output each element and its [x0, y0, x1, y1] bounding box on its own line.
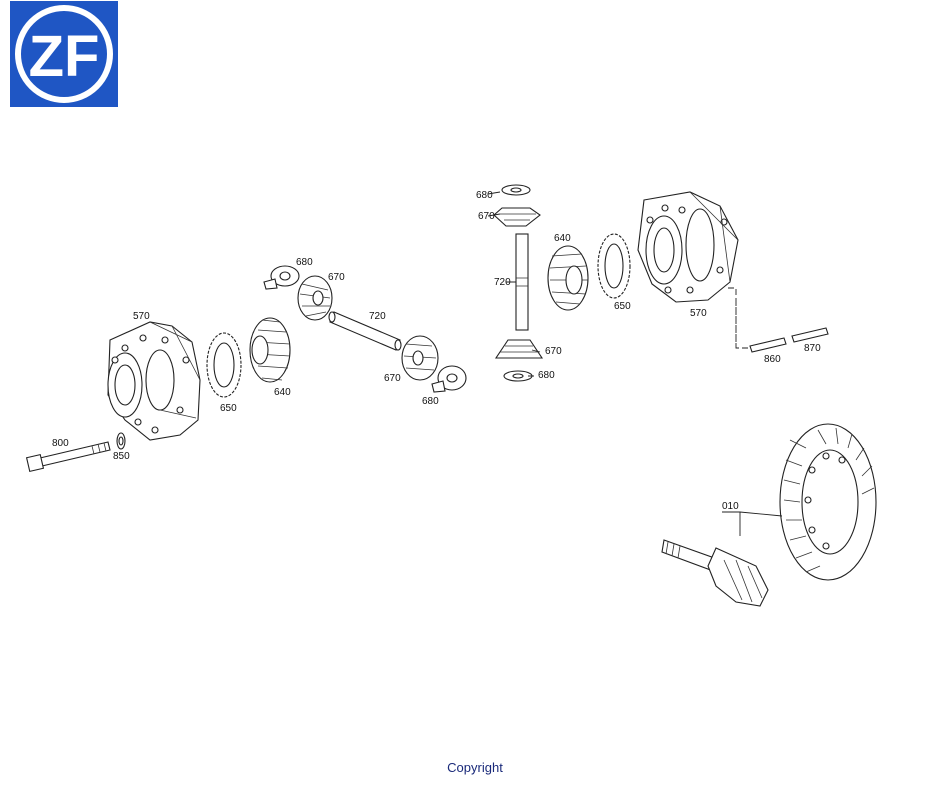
svg-text:ZF: ZF — [29, 24, 100, 89]
copyright-link[interactable]: Copyright — [447, 760, 503, 775]
label-670-top: 670 — [478, 211, 495, 222]
gasket-left[interactable] — [206, 332, 242, 398]
label-680-left-bottom: 680 — [422, 396, 439, 407]
label-870: 870 — [804, 343, 821, 354]
label-860: 860 — [764, 354, 781, 365]
pinion-gear-mid[interactable] — [494, 339, 544, 359]
label-720-right: 720 — [494, 277, 511, 288]
label-680-left-top: 680 — [296, 257, 313, 268]
label-680-top: 680 — [476, 190, 493, 201]
spider-shaft-left[interactable] — [328, 311, 402, 351]
label-650-left: 650 — [220, 403, 237, 414]
spider-shaft-vertical[interactable] — [515, 233, 529, 331]
label-680-mid: 680 — [538, 370, 555, 381]
thrust-washer-left-top[interactable] — [263, 265, 300, 290]
label-670-mid: 670 — [545, 346, 562, 357]
thrust-washer-mid[interactable] — [503, 370, 533, 382]
differential-housing-left[interactable] — [107, 321, 201, 441]
pin-870[interactable] — [791, 327, 829, 343]
side-gear-left[interactable] — [249, 317, 291, 383]
pinion-gear-left-bottom[interactable] — [401, 335, 439, 381]
label-670-left-top: 670 — [328, 272, 345, 283]
label-570-right: 570 — [690, 308, 707, 319]
thrust-washer-top[interactable] — [501, 184, 531, 196]
differential-housing-right[interactable] — [637, 191, 739, 303]
drive-pinion[interactable] — [661, 539, 769, 607]
side-gear-right[interactable] — [547, 245, 589, 311]
label-720-left: 720 — [369, 311, 386, 322]
label-640-right: 640 — [554, 233, 571, 244]
pinion-gear-left-top[interactable] — [297, 275, 333, 321]
zf-logo: ZF — [10, 1, 118, 107]
gasket-right[interactable] — [597, 233, 631, 299]
ring-gear[interactable] — [779, 423, 877, 581]
label-800: 800 — [52, 438, 69, 449]
label-570-left: 570 — [133, 311, 150, 322]
label-010: 010 — [722, 501, 739, 512]
pinion-gear-top[interactable] — [493, 207, 541, 227]
label-640-left: 640 — [274, 387, 291, 398]
zf-logo-mark: ZF — [15, 5, 113, 103]
label-670-left-bottom: 670 — [384, 373, 401, 384]
pin-860[interactable] — [749, 337, 787, 353]
washer[interactable] — [116, 432, 126, 450]
bolt[interactable] — [25, 441, 111, 473]
thrust-washer-left-bottom[interactable] — [431, 365, 467, 393]
label-650-right: 650 — [614, 301, 631, 312]
label-850: 850 — [113, 451, 130, 462]
